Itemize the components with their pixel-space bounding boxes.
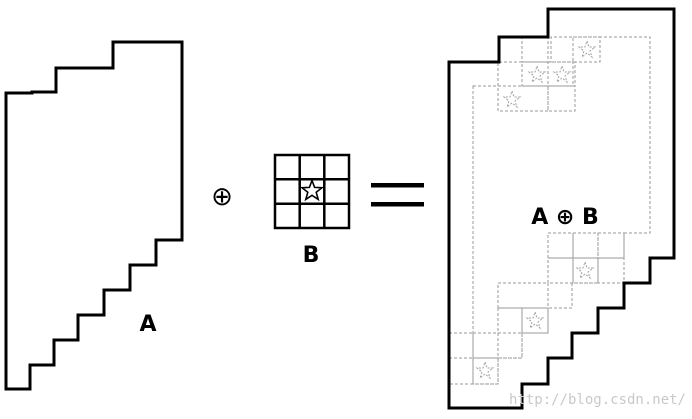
result-label: A ⊕ B (531, 205, 599, 230)
dilation-operator-symbol: ⊕ (211, 182, 233, 212)
set-a-shape (4, 40, 184, 391)
watermark: http://blog.csdn.net/ (509, 392, 686, 408)
set-b-label: B (303, 243, 320, 268)
origin-star-icon (299, 178, 325, 202)
equals-sign (371, 183, 424, 207)
dilation-result-shape (447, 7, 676, 410)
structuring-element-b (273, 153, 351, 230)
set-a-label: A (139, 312, 156, 337)
dilation-dashed-grid (448, 36, 651, 385)
